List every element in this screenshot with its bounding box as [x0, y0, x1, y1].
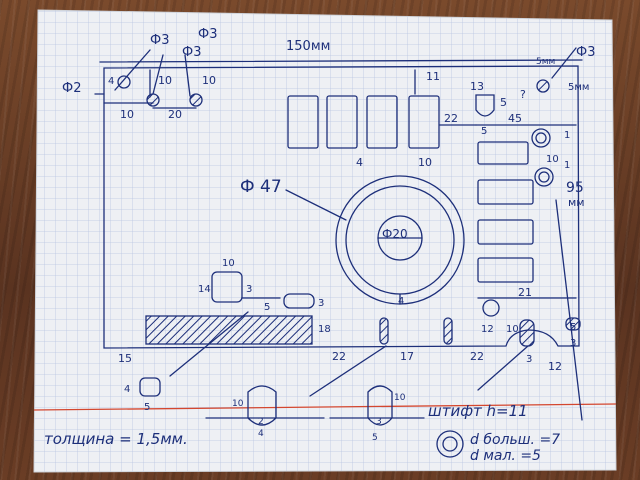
hole-left-2 [146, 93, 160, 107]
label-dim-22-a: 22 [332, 350, 346, 363]
label-d-big: d больш. =7 [470, 432, 560, 448]
label-d2: Ф2 [62, 81, 81, 96]
label-hole-d3-b: Ф3 [198, 27, 217, 42]
label-hole-d3-a: Ф3 [150, 33, 169, 48]
label-hole-d3-right: Ф3 [576, 45, 595, 60]
label-dim-21: 21 [518, 286, 532, 299]
label-dim-18: 18 [318, 324, 331, 335]
label-dim-11: 11 [426, 70, 440, 83]
label-thickness: толщина = 1,5мм. [44, 430, 188, 448]
key-slot-3 [366, 95, 398, 149]
right-slot-4 [477, 257, 534, 283]
small-detail [139, 377, 161, 397]
label-dim-3-right: 3 [570, 338, 576, 349]
red-margin-line [33, 403, 617, 411]
key-slot-1 [287, 95, 319, 149]
label-dim-22-top: 22 [444, 112, 458, 125]
right-slot-1 [477, 141, 529, 165]
label-dim-3-bottom: 3 [526, 354, 532, 365]
label-dim-4-ring: 4 [398, 296, 404, 307]
label-big-d47: Ф 47 [240, 177, 282, 197]
label-dim-5-q: 5 [500, 96, 507, 109]
label-dim-3-d2: 3 [376, 417, 382, 427]
hole-left-1 [117, 75, 131, 89]
hatched-strip [145, 315, 313, 345]
label-dim-14: 14 [198, 284, 211, 295]
label-dim-12-bottom: 12 [548, 360, 562, 373]
label-dim-2-d1: 2 [258, 417, 264, 427]
label-dim-4-small: 4 [124, 384, 130, 395]
label-dim-17: 17 [400, 350, 414, 363]
label-dim-3-switch: 3 [318, 298, 324, 309]
label-dim-5-right: 5 [570, 322, 576, 333]
label-dim-4-bars: 4 [356, 156, 363, 169]
label-dim-95: 95 [566, 180, 584, 196]
label-dim-5mm-top: 5мм [536, 57, 555, 67]
label-dim-10-right: 10 [546, 154, 559, 165]
label-dim-10-d2: 10 [394, 393, 406, 403]
label-dim-10-bars: 10 [418, 156, 432, 169]
label-dim-5-d2: 5 [372, 433, 378, 443]
key-slot-4 [408, 95, 440, 149]
label-dim-5-under: 5 [481, 126, 487, 137]
label-dim-45: 45 [508, 112, 522, 125]
label-d-small: d мал. =5 [470, 448, 541, 464]
label-dim-1-a: 1 [564, 130, 570, 141]
small-socket [475, 94, 495, 117]
label-dim-12-left: 12 [481, 324, 494, 335]
label-dim-4-d1: 4 [258, 429, 264, 439]
label-dim-5-small: 5 [144, 402, 150, 413]
right-ring-1 [531, 128, 551, 148]
small-pad-right [565, 317, 581, 331]
right-slot-3 [477, 219, 534, 245]
pin-symbol-outer [436, 430, 464, 458]
label-dim-5-switch: 5 [264, 302, 270, 313]
width-dimension-line [99, 59, 583, 63]
label-dim-4-a: 4 [108, 76, 114, 87]
knob-body [211, 271, 243, 303]
right-ring-2 [534, 167, 554, 187]
label-dim-10-knob: 10 [222, 258, 235, 269]
small-ring-bottom [482, 299, 500, 317]
label-dim-10-a: 10 [120, 108, 134, 121]
label-dim-5mm-side: 5мм [568, 82, 589, 93]
label-dim-10-notch: 10 [506, 324, 519, 335]
key-slot-2 [326, 95, 358, 149]
label-dim-10-c: 10 [202, 74, 216, 87]
label-hole-d3-c: Ф3 [182, 45, 201, 60]
label-question: ? [520, 88, 526, 101]
detail-section-2 [329, 385, 425, 426]
notch-1 [379, 317, 389, 345]
switch-body [283, 293, 315, 309]
label-dim-15: 15 [118, 352, 132, 365]
label-inner-d20: Ф20 [382, 227, 408, 241]
pin-symbol-inner [442, 436, 458, 452]
label-dim-20-a: 20 [168, 108, 182, 121]
notch-2 [443, 317, 453, 345]
right-slot-2 [477, 179, 534, 205]
hole-left-3 [189, 93, 203, 107]
label-dim-22-b: 22 [470, 350, 484, 363]
label-pin-h: штифт h=11 [428, 402, 528, 420]
label-dim-13: 13 [470, 80, 484, 93]
label-width-total: 150мм [286, 39, 330, 54]
label-dim-3-knob: 3 [246, 284, 252, 295]
label-dim-10-d1: 10 [232, 399, 244, 409]
label-dim-10-b: 10 [158, 74, 172, 87]
detail-section-1 [205, 385, 325, 426]
label-dim-1-b: 1 [564, 160, 570, 171]
hole-top-right [536, 79, 550, 93]
label-dim-mm: мм [568, 196, 585, 209]
notch-3 [519, 319, 535, 347]
